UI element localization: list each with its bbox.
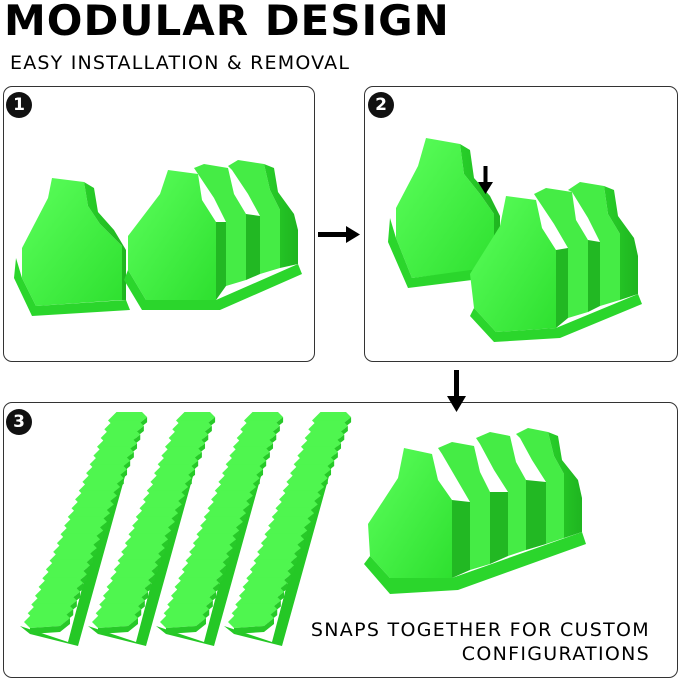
fin-strip-2 [88,412,216,646]
triple-fin-attaching [470,182,642,342]
caption-line-1: SNAPS TOGETHER FOR CUSTOM [310,619,650,641]
strip-fin [160,612,206,634]
single-fin-module [14,178,130,316]
fin-strip-1 [20,412,148,646]
arrow-down-icon-2 [447,370,466,412]
strip-fin [92,612,138,634]
fin-strip-4 [224,412,352,646]
step-1-badge: 1 [6,92,32,118]
arrow-right-icon [318,226,360,243]
strip-fin [24,612,70,634]
strip-fin [228,612,274,634]
arrow-down-icon [478,166,493,194]
page-subtitle: EASY INSTALLATION & REMOVAL [10,52,351,74]
page-title: MODULAR DESIGN [4,0,450,45]
caption: SNAPS TOGETHER FOR CUSTOM CONFIGURATIONS [300,618,650,666]
assembled-four-fin-module [364,428,586,594]
step-2-badge: 2 [368,92,394,118]
fin-strip-3 [156,412,284,646]
triple-fin-module [124,160,302,310]
step-3-badge: 3 [6,409,32,435]
caption-line-2: CONFIGURATIONS [461,643,650,665]
